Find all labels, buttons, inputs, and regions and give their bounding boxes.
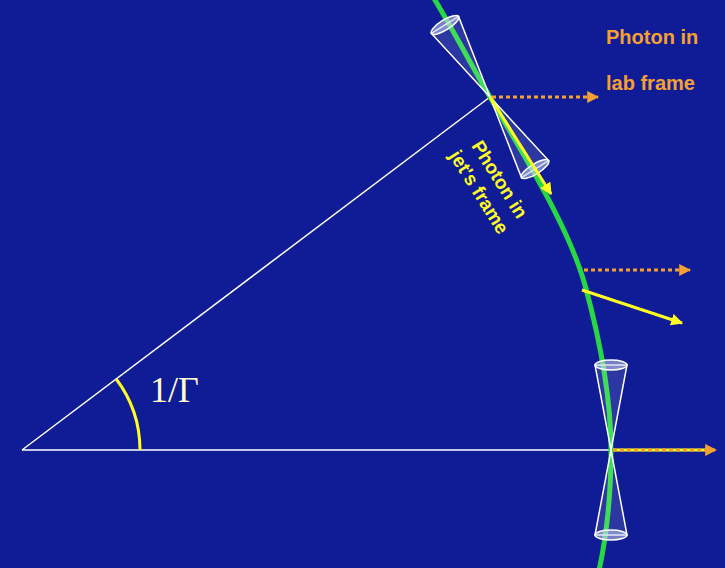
axis-line — [22, 449, 611, 451]
photon-arrow — [492, 96, 598, 99]
frame-label: Photon in jet's frame — [438, 125, 539, 247]
angle-arc — [116, 379, 140, 450]
frame-label: Photon in lab frame — [606, 14, 722, 106]
photon-arrow — [613, 449, 716, 452]
radius-line — [22, 97, 490, 450]
jet-trajectory — [432, 0, 611, 568]
photon-arrow — [584, 269, 690, 272]
angle-label: 1/Γ — [150, 370, 199, 410]
photon-arrow — [582, 290, 682, 323]
